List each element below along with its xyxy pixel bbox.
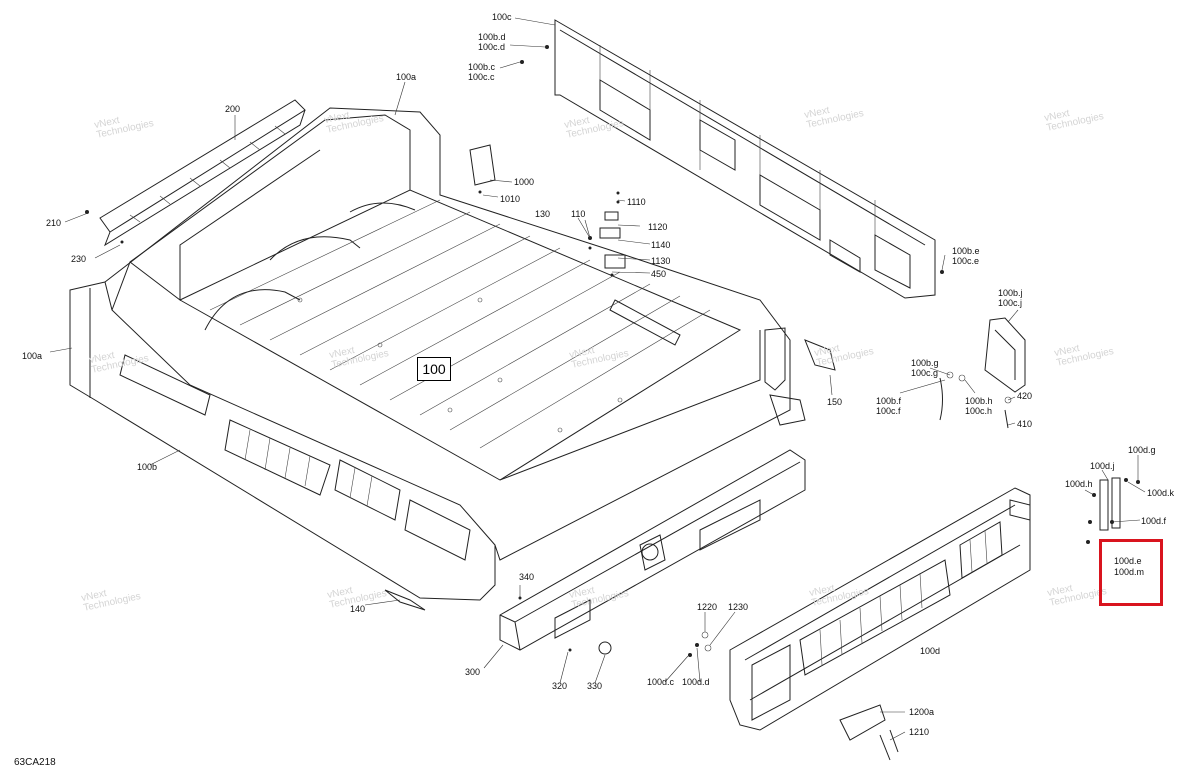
callout-100b-j[interactable]: 100b.j xyxy=(998,288,1023,298)
callout-100a-top[interactable]: 100a xyxy=(396,72,417,82)
callout-300[interactable]: 300 xyxy=(465,667,481,677)
callout-420[interactable]: 420 xyxy=(1017,391,1033,401)
callout-100b-c[interactable]: 100b.c xyxy=(468,62,496,72)
callout-100a-left[interactable]: 100a xyxy=(22,351,43,361)
callout-110[interactable]: 110 xyxy=(571,209,586,219)
callout-100b-f[interactable]: 100b.f xyxy=(876,396,902,406)
leader-lines xyxy=(49,17,1146,741)
callout-150[interactable]: 150 xyxy=(827,397,843,407)
main-part-label[interactable]: 100 xyxy=(417,357,451,381)
figure-code: 63CA218 xyxy=(14,757,56,768)
callout-100d-c[interactable]: 100d.c xyxy=(647,677,675,687)
callout-330[interactable]: 330 xyxy=(587,681,603,691)
callout-1010[interactable]: 1010 xyxy=(500,194,521,204)
callout-410[interactable]: 410 xyxy=(1017,419,1033,429)
hinge-hardware-right xyxy=(1086,477,1140,544)
callout-100b-d[interactable]: 100b.d xyxy=(478,32,506,42)
callout-450[interactable]: 450 xyxy=(651,269,667,279)
callout-100c-d[interactable]: 100c.d xyxy=(478,42,506,52)
callout-100d-f[interactable]: 100d.f xyxy=(1141,516,1167,526)
callout-100d[interactable]: 100d xyxy=(920,646,941,656)
callout-1120[interactable]: 1120 xyxy=(648,222,668,232)
callout-1000[interactable]: 1000 xyxy=(514,177,535,187)
side-rail-part-200 xyxy=(85,99,306,247)
callout-100d-h[interactable]: 100d.h xyxy=(1065,479,1093,489)
callout-320[interactable]: 320 xyxy=(552,681,568,691)
callout-100d-d[interactable]: 100d.d xyxy=(682,677,710,687)
callout-100b[interactable]: 100b xyxy=(137,462,158,472)
callout-140[interactable]: 140 xyxy=(350,604,366,614)
callout-1130[interactable]: 1130 xyxy=(651,256,671,266)
callout-100d-g[interactable]: 100d.g xyxy=(1128,445,1156,455)
callout-100b-e[interactable]: 100b.e xyxy=(952,246,980,256)
callout-1140[interactable]: 1140 xyxy=(651,240,671,250)
callout-130[interactable]: 130 xyxy=(535,209,551,219)
highlight-box xyxy=(1099,539,1163,606)
callout-1210[interactable]: 1210 xyxy=(909,727,930,737)
callout-230[interactable]: 230 xyxy=(71,254,87,264)
callout-100c[interactable]: 100c xyxy=(492,12,512,22)
cargo-bed-tub xyxy=(69,107,806,601)
callout-100c-c[interactable]: 100c.c xyxy=(468,72,495,82)
callout-1220[interactable]: 1220 xyxy=(697,602,718,612)
callout-100d-e[interactable]: 100d.e xyxy=(1114,556,1142,566)
latch-assembly-right xyxy=(804,317,1026,429)
tailgate-frame-part-300 xyxy=(499,449,806,655)
callout-100c-e[interactable]: 100c.e xyxy=(952,256,980,266)
callout-100c-j[interactable]: 100c.j xyxy=(998,298,1023,308)
callout-100d-k[interactable]: 100d.k xyxy=(1147,488,1175,498)
callout-100c-h[interactable]: 100c.h xyxy=(965,406,993,416)
callout-1110[interactable]: 1110 xyxy=(627,197,646,207)
callout-100b-h[interactable]: 100b.h xyxy=(965,396,993,406)
tailgate-panel-part-100d xyxy=(729,487,1031,731)
callout-100c-f[interactable]: 100c.f xyxy=(876,406,901,416)
callout-100c-g[interactable]: 100c.g xyxy=(911,368,939,378)
callout-340[interactable]: 340 xyxy=(519,572,535,582)
callout-100d-m[interactable]: 100d.m xyxy=(1114,567,1145,577)
callout-210[interactable]: 210 xyxy=(46,218,62,228)
misc-small-parts xyxy=(384,589,899,761)
callout-100d-j[interactable]: 100d.j xyxy=(1090,461,1115,471)
callout-100b-g[interactable]: 100b.g xyxy=(911,358,939,368)
callout-1200a[interactable]: 1200a xyxy=(909,707,935,717)
callout-200[interactable]: 200 xyxy=(225,104,241,114)
callout-1230[interactable]: 1230 xyxy=(728,602,749,612)
side-panel-part-100c xyxy=(520,19,944,299)
